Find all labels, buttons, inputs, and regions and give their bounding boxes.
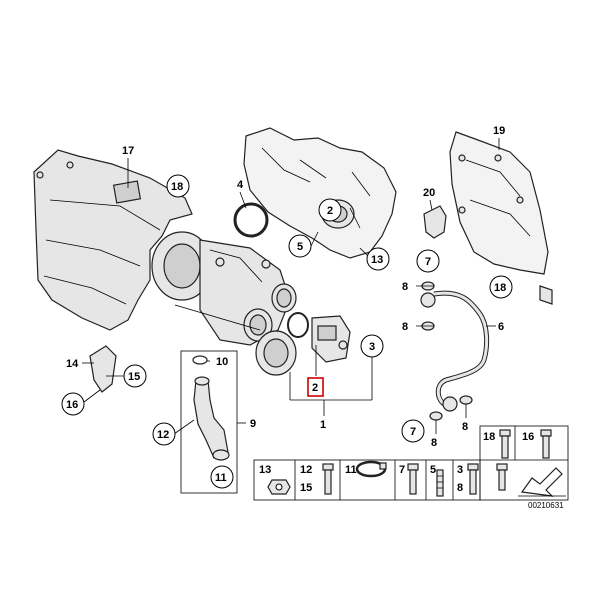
legend-13: 13 [259, 464, 271, 476]
label-10: 10 [216, 356, 228, 368]
legend-8: 8 [457, 482, 463, 494]
label-2: 2 [312, 382, 318, 394]
fastener-legend-bottom: 13 12 15 11 7 5 3 8 [253, 459, 481, 501]
bolt-icon-18 [499, 429, 511, 437]
bolt-icon-12 [322, 463, 334, 471]
label-15: 15 [128, 371, 140, 383]
washer-8d[interactable] [459, 395, 473, 405]
label-5: 5 [297, 241, 303, 253]
label-8a: 8 [402, 281, 408, 293]
bolt-icon-8 [496, 463, 508, 471]
bracket-20[interactable] [423, 205, 447, 239]
label-3: 3 [369, 341, 375, 353]
label-19: 19 [493, 125, 505, 137]
label-16: 16 [66, 399, 78, 411]
diagram-code: 00210631 [528, 501, 564, 510]
label-4: 4 [237, 179, 244, 191]
fastener-legend-right: 18 16 [479, 425, 569, 501]
arrow-icon [520, 467, 563, 497]
wastegate-actuator-3[interactable] [311, 315, 351, 363]
label-17: 17 [122, 145, 134, 157]
bolt-icon-16 [540, 429, 552, 437]
label-6: 6 [498, 321, 504, 333]
label-9: 9 [250, 418, 256, 430]
label-7b: 7 [410, 426, 416, 438]
label-1: 1 [320, 419, 326, 431]
bolt-icon-7 [407, 463, 419, 471]
label-8d: 8 [462, 421, 468, 433]
label-7a: 7 [425, 256, 431, 268]
label-8b: 8 [402, 321, 408, 333]
label-20: 20 [423, 187, 435, 199]
stud-icon-5 [436, 469, 444, 497]
label-13-top: 13 [371, 254, 383, 266]
exhaust-manifold[interactable] [243, 127, 397, 259]
legend-16: 16 [522, 431, 534, 443]
turbocharger[interactable] [151, 231, 297, 376]
label-8c: 8 [431, 437, 437, 449]
legend-18: 18 [483, 431, 495, 443]
heat-shield-17[interactable] [33, 149, 193, 331]
oil-return-group-box [180, 350, 238, 494]
banjo-fitting-top[interactable] [420, 292, 436, 308]
legend-7: 7 [399, 464, 405, 476]
label-14: 14 [66, 358, 79, 370]
washer-8c[interactable] [429, 411, 443, 421]
label-12: 12 [157, 429, 169, 441]
gasket-ring[interactable] [287, 312, 309, 338]
oil-return-pipe[interactable] [193, 376, 230, 461]
label-18a: 18 [171, 181, 183, 193]
oil-feed-line-6[interactable] [433, 290, 490, 406]
legend-5: 5 [430, 464, 436, 476]
label-18b: 18 [494, 282, 506, 294]
banjo-fitting-bottom[interactable] [442, 396, 458, 412]
legend-12: 12 [300, 464, 312, 476]
o-ring-10[interactable] [192, 355, 208, 365]
label-11: 11 [215, 472, 227, 484]
legend-3: 3 [457, 464, 463, 476]
manifold-gasket-4[interactable] [233, 202, 269, 238]
legend-15: 15 [300, 482, 312, 494]
bolt-icon-3 [467, 463, 479, 471]
label-2-top-circle: 2 [327, 205, 333, 217]
legend-11: 11 [345, 464, 357, 476]
heat-shield-19[interactable] [449, 131, 553, 305]
highlight-box-2 [307, 377, 324, 397]
bracket-14[interactable] [89, 345, 117, 393]
